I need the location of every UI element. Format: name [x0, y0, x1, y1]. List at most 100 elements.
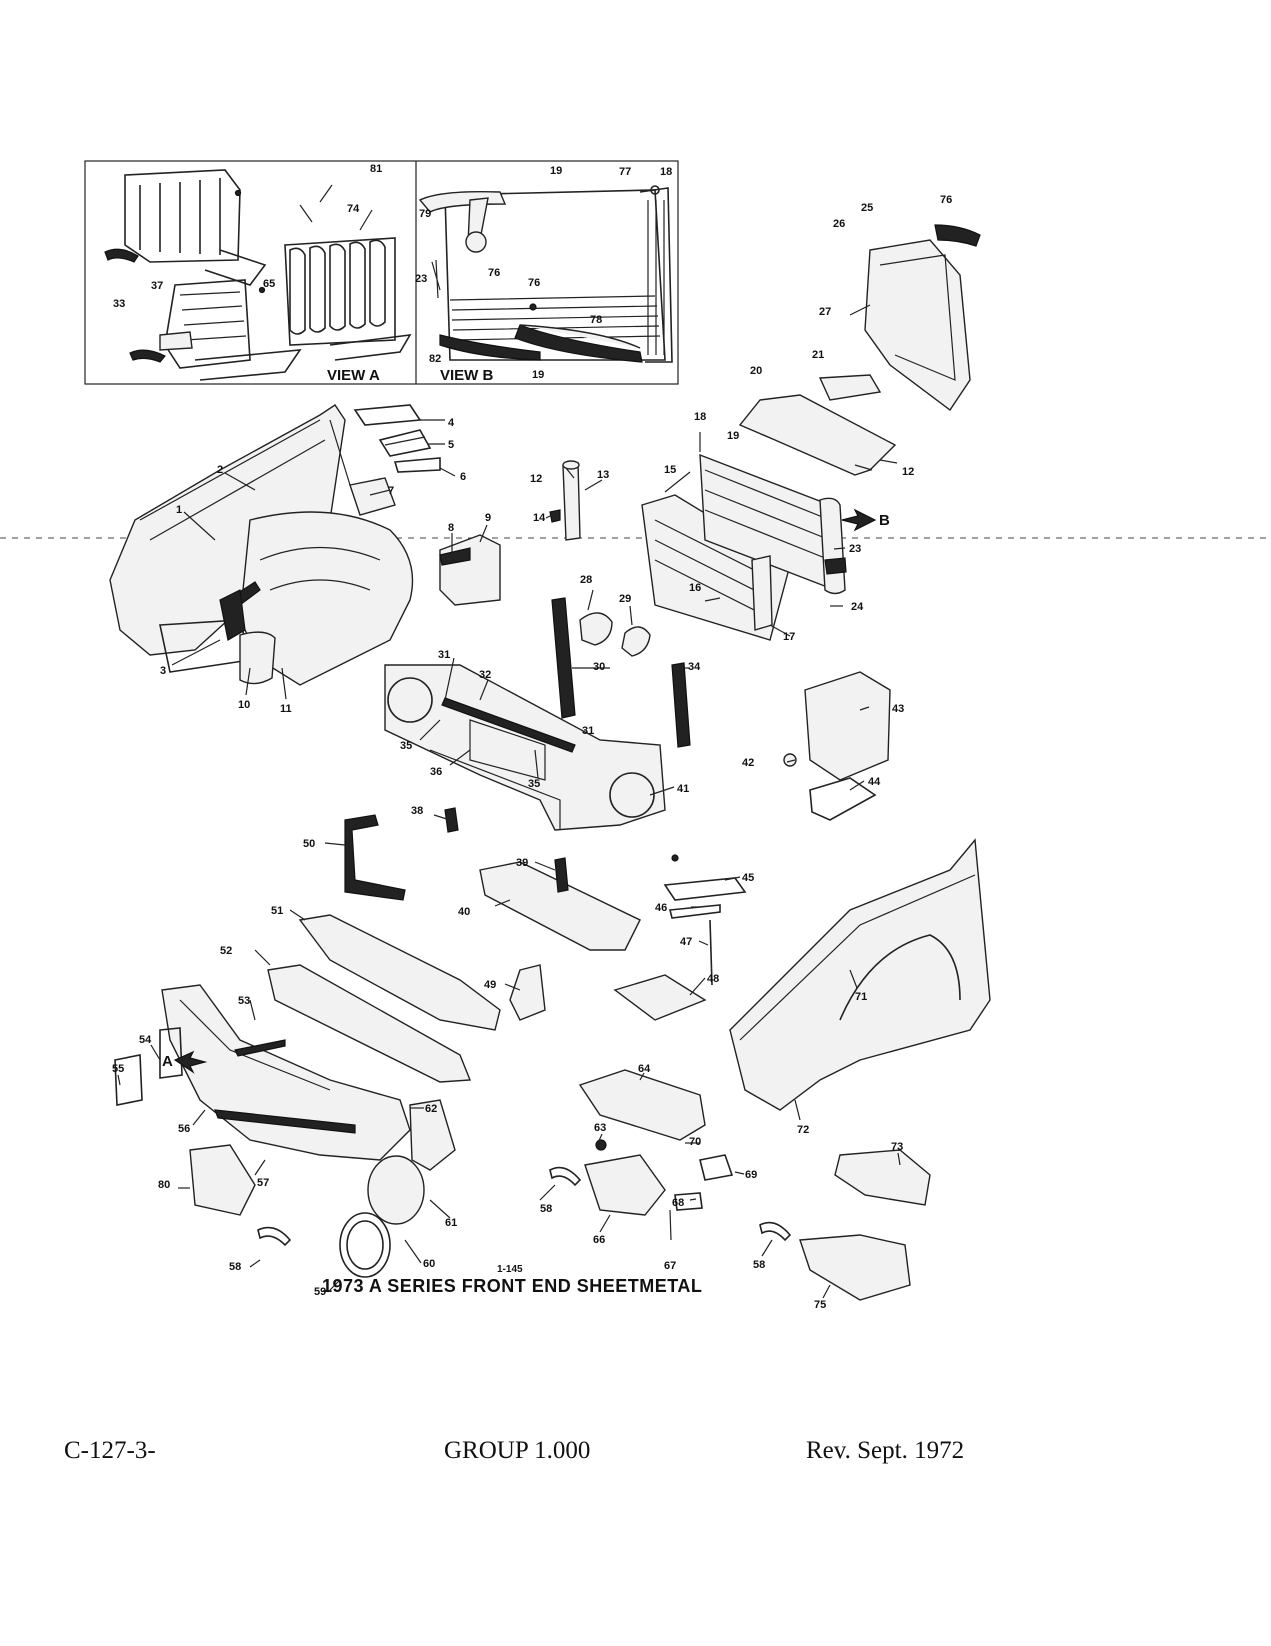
callout: 62: [425, 1103, 437, 1115]
relay-bracket: [783, 671, 891, 821]
horns: [579, 612, 651, 657]
callout: 76: [488, 267, 500, 279]
callout: 43: [892, 703, 904, 715]
callout: 41: [677, 783, 689, 795]
leader-lines: [117, 304, 901, 1299]
hood-hinge-brackets: [329, 404, 441, 516]
callout: 65: [263, 278, 275, 290]
callout: 2: [217, 464, 223, 476]
callout: 23: [849, 543, 861, 555]
radiator-support: [384, 664, 666, 831]
radiator-seals: [551, 597, 691, 748]
callout: 5: [448, 439, 454, 451]
callout: 78: [590, 314, 602, 326]
callout: 50: [303, 838, 315, 850]
callout: 53: [238, 995, 250, 1007]
callout: 45: [742, 872, 754, 884]
callout: 16: [689, 582, 701, 594]
callout: 28: [580, 574, 592, 586]
left-filler-panel: [189, 1144, 292, 1247]
callout: 76: [528, 277, 540, 289]
callout: 8: [448, 522, 454, 534]
callout: 37: [151, 280, 163, 292]
callout: 58: [540, 1203, 552, 1215]
callout: 32: [479, 669, 491, 681]
right-extension-lamp: [549, 1069, 734, 1216]
callout: 4: [448, 417, 455, 429]
callout: 76: [940, 194, 952, 206]
callout: 80: [158, 1179, 170, 1191]
callout: 19: [550, 165, 562, 177]
callout: 56: [178, 1123, 190, 1135]
callout: 81: [370, 163, 382, 175]
view-a-grille-assembly: [104, 169, 412, 381]
callout: 52: [220, 945, 232, 957]
callout: 31: [438, 649, 450, 661]
callout: 27: [819, 306, 831, 318]
callout: 57: [257, 1177, 269, 1189]
callout-numbers: 1 2 3 4 5 6 7 8 9 10 11 12 12 13 14 15 1…: [112, 163, 952, 1311]
callout: 25: [861, 202, 873, 214]
callout: 72: [797, 1124, 809, 1136]
callout: 55: [112, 1063, 124, 1075]
callout: 35: [528, 778, 540, 790]
arrow-b-letter: B: [879, 512, 890, 529]
callout: 15: [664, 464, 676, 476]
view-a-label: VIEW A: [327, 367, 380, 384]
callout: 64: [638, 1063, 651, 1075]
callout: 47: [680, 936, 692, 948]
group-number: GROUP 1.000: [444, 1437, 591, 1464]
callout: 68: [672, 1197, 684, 1209]
callout: 79: [419, 208, 431, 220]
callout: 46: [655, 902, 667, 914]
callout: 82: [429, 353, 441, 365]
callout: 24: [851, 601, 864, 613]
callout: 44: [868, 776, 881, 788]
callout: 35: [400, 740, 412, 752]
callout: 34: [688, 661, 701, 673]
callout: 30: [593, 661, 605, 673]
callout: 73: [891, 1141, 903, 1153]
fan-shroud: [864, 224, 981, 412]
callout: 42: [742, 757, 754, 769]
callout: 67: [664, 1260, 676, 1272]
callout: 6: [460, 471, 466, 483]
callout: 23: [415, 273, 427, 285]
callout: 12: [902, 466, 914, 478]
view-b-radiator-hoses: [418, 185, 673, 363]
right-filler-73: [834, 1149, 931, 1206]
callout: 19: [727, 430, 739, 442]
lower-support: [444, 807, 641, 951]
figure-number: 1-145: [497, 1264, 523, 1275]
callout: 69: [745, 1169, 757, 1181]
callout: 49: [484, 979, 496, 991]
right-lower-extension: [759, 1221, 911, 1301]
callout: 54: [139, 1034, 152, 1046]
callout: 1: [176, 504, 182, 516]
callout: 38: [411, 805, 423, 817]
radiator: [641, 453, 847, 641]
hood-latch: [344, 814, 406, 901]
headlamp-housing-side: [114, 984, 456, 1171]
callout: 12: [530, 473, 542, 485]
callout: 61: [445, 1217, 457, 1229]
callout: 9: [485, 512, 491, 524]
callout: 7: [388, 485, 394, 497]
callout: 48: [707, 973, 719, 985]
callout: 70: [689, 1136, 701, 1148]
callout: 63: [594, 1122, 606, 1134]
callout: 26: [833, 218, 845, 230]
callout: 13: [597, 469, 609, 481]
arrow-a-letter: A: [162, 1053, 173, 1070]
callout: 33: [113, 298, 125, 310]
callout: 20: [750, 365, 762, 377]
hood-lock-plate: [613, 854, 747, 1021]
vacuum-canister: [549, 460, 581, 541]
callout: 51: [271, 905, 283, 917]
callout: 10: [238, 699, 250, 711]
callout: 3: [160, 665, 166, 677]
callout: 18: [694, 411, 706, 423]
page-code: C-127-3-: [64, 1437, 156, 1464]
